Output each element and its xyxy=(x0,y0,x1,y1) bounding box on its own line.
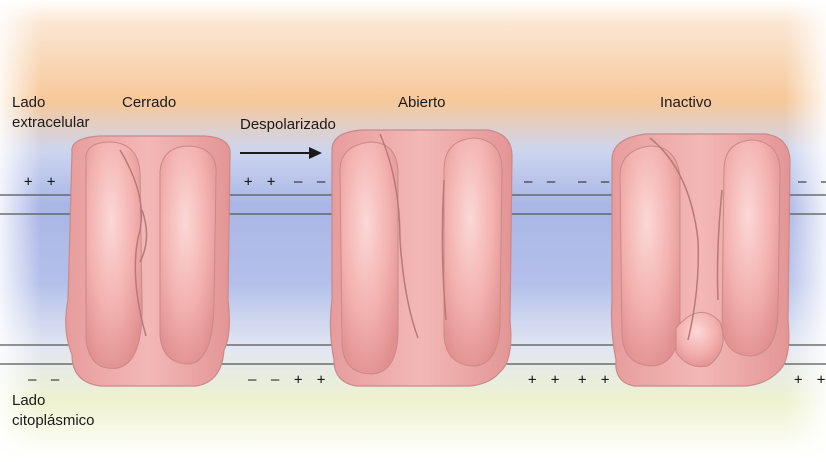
channel-open xyxy=(330,130,512,386)
charge-open-bottom-right: + + xyxy=(528,372,562,388)
transition-label: Despolarizado xyxy=(240,116,336,134)
extracellular-label-line1: Lado xyxy=(12,94,45,112)
channel-closed xyxy=(66,136,230,386)
charge-open-top-right: – – xyxy=(524,174,558,190)
state-closed-title: Cerrado xyxy=(122,94,176,112)
channel-inactive xyxy=(612,134,791,386)
state-open-title: Abierto xyxy=(398,94,446,112)
charge-closed-top-right: + + xyxy=(244,174,278,190)
cytoplasmic-label-line1: Lado xyxy=(12,392,45,410)
extracellular-label-line2: extracelular xyxy=(12,114,90,132)
state-inactive-title: Inactivo xyxy=(660,94,712,112)
charge-inactive-top-right: – – xyxy=(798,174,826,190)
charge-open-top-left: – – xyxy=(294,174,328,190)
charge-inactive-bottom-right: + + xyxy=(794,372,826,388)
charge-inactive-bottom-left: + + xyxy=(578,372,612,388)
cytoplasmic-label-line2: citoplásmico xyxy=(12,412,95,430)
charge-closed-top-left: + + xyxy=(24,174,58,190)
charge-inactive-top-left: – – xyxy=(578,174,612,190)
charge-open-bottom-left: + + xyxy=(294,372,328,388)
charge-closed-bottom-right: – – xyxy=(248,372,282,388)
charge-closed-bottom-left: – – xyxy=(28,372,62,388)
